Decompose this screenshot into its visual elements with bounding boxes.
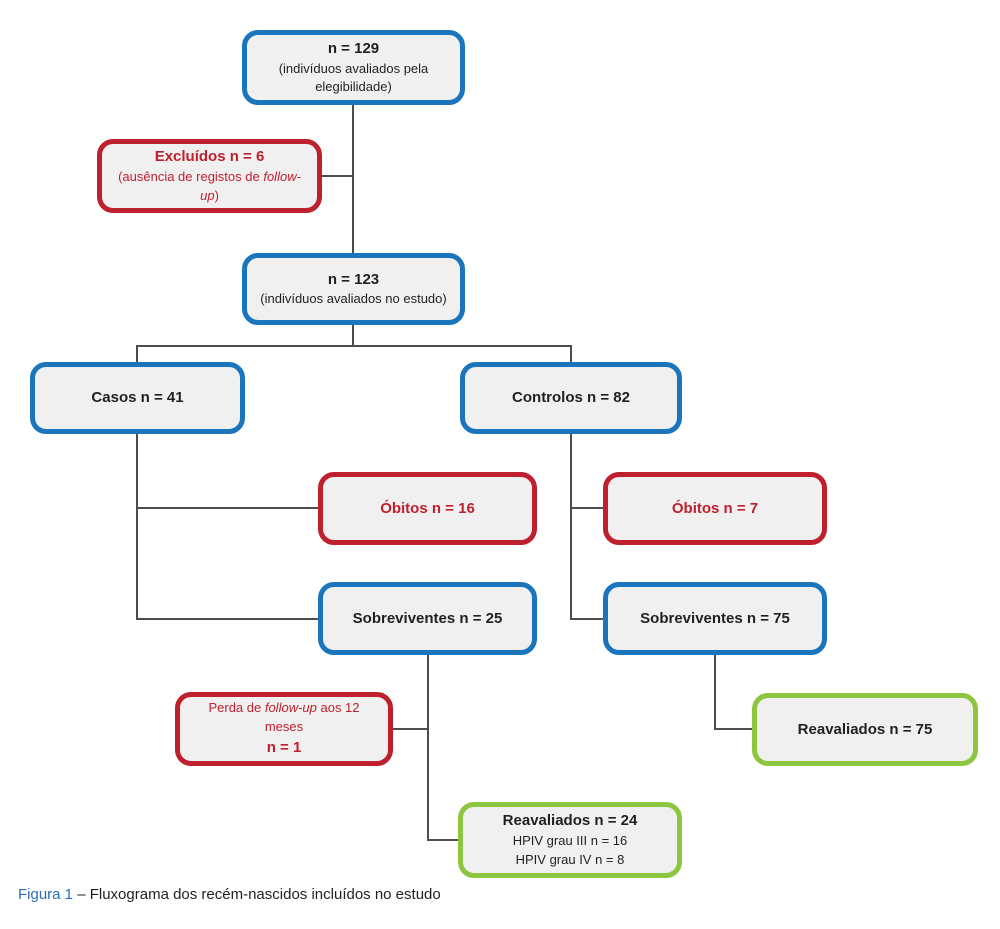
node-cases: Casos n = 41 [30, 362, 245, 434]
node-excluded: Excluídos n = 6 (ausência de registos de… [97, 139, 322, 213]
node-subtitle: (ausência de registos de follow-up) [118, 169, 301, 203]
connector [570, 618, 603, 620]
node-line2: n = 1 [266, 738, 302, 756]
connector [570, 507, 603, 509]
node-subtitle: HPIV grau IV n = 8 [515, 851, 625, 867]
connector [136, 507, 318, 509]
connector [136, 618, 318, 620]
node-title: Controlos n = 82 [512, 389, 630, 407]
node-title: Sobreviventes n = 25 [352, 609, 503, 627]
connector [570, 345, 572, 363]
node-subtitle: HPIV grau III n = 16 [512, 833, 628, 849]
connector [352, 104, 354, 254]
connector [136, 434, 138, 620]
node-title: Óbitos n = 7 [671, 499, 759, 517]
node-controls: Controlos n = 82 [460, 362, 682, 434]
figure-caption: Figura 1 – Fluxograma dos recém-nascidos… [18, 886, 441, 903]
connector [570, 434, 572, 620]
node-line1: Perda de follow-up aos 12 meses [208, 700, 360, 735]
node-subtitle: (indivíduos avaliados pela elegibilidade… [278, 60, 429, 95]
connector [136, 345, 138, 363]
connector [322, 175, 354, 177]
node-study: n = 123 (indivíduos avaliados no estudo) [242, 253, 465, 325]
node-survivors-controls: Sobreviventes n = 75 [603, 582, 827, 655]
figure-label: Figura 1 [18, 886, 74, 903]
node-title: n = 129 [327, 39, 380, 57]
node-survivors-cases: Sobreviventes n = 25 [318, 582, 537, 655]
node-title: Reavaliados n = 75 [797, 720, 933, 738]
connector [714, 655, 716, 729]
node-eligibility: n = 129 (indivíduos avaliados pela elegi… [242, 30, 465, 105]
node-title: Óbitos n = 16 [380, 499, 475, 517]
connector [427, 655, 429, 841]
node-deaths-cases: Óbitos n = 16 [318, 472, 537, 545]
node-lost-followup: Perda de follow-up aos 12 meses n = 1 [175, 692, 393, 766]
connector [136, 345, 572, 347]
node-reassessed-controls: Reavaliados n = 75 [752, 693, 978, 766]
node-reassessed-cases: Reavaliados n = 24 HPIV grau III n = 16 … [458, 802, 682, 878]
node-title: Excluídos n = 6 [154, 148, 265, 166]
node-subtitle: (indivíduos avaliados no estudo) [260, 291, 447, 307]
node-title: n = 123 [327, 270, 380, 288]
connector [393, 728, 428, 730]
node-deaths-controls: Óbitos n = 7 [603, 472, 827, 545]
connector [352, 325, 354, 346]
node-title: Casos n = 41 [91, 389, 184, 407]
node-title: Reavaliados n = 24 [502, 812, 638, 830]
connector [714, 728, 752, 730]
connector [427, 839, 458, 841]
figure-caption-text: – Fluxograma dos recém-nascidos incluído… [73, 886, 441, 903]
node-title: Sobreviventes n = 75 [640, 609, 790, 627]
